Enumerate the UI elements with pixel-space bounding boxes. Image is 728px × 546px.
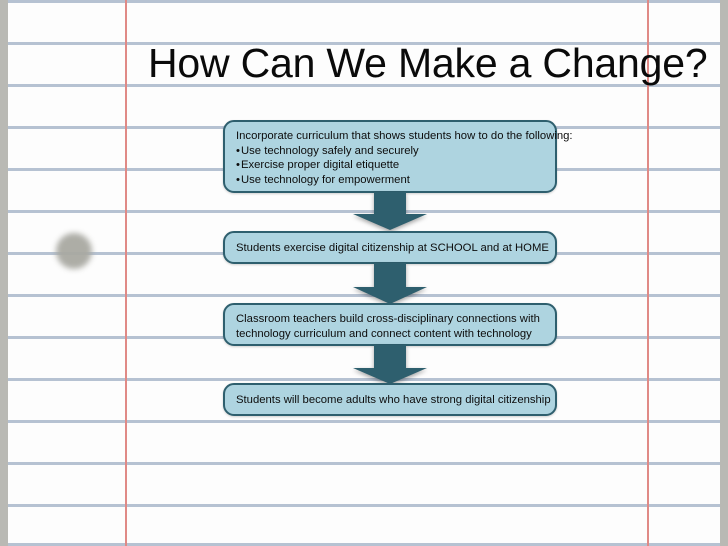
flow-box-line: Students exercise digital citizenship at… — [236, 242, 549, 254]
rule-line — [8, 420, 720, 423]
flow-box-line: Classroom teachers build cross-disciplin… — [236, 313, 540, 325]
rule-line — [8, 378, 720, 381]
down-block-arrow-icon — [353, 263, 427, 304]
rule-line — [8, 0, 720, 3]
flow-box-line: Incorporate curriculum that shows studen… — [236, 130, 573, 142]
rule-line — [8, 543, 720, 546]
flow-box-bullet-line: Use technology for empowerment — [236, 173, 545, 188]
down-block-arrow-icon — [353, 345, 427, 384]
flow-box-bullet-line: Exercise proper digital etiquette — [236, 158, 545, 173]
page-title: How Can We Make a Change? — [148, 40, 708, 86]
flow-box-students-exercise: Students exercise digital citizenship at… — [223, 231, 557, 264]
rule-line — [8, 504, 720, 507]
page-edge-left — [0, 0, 8, 546]
flow-box-bullet-line: Use technology safely and securely — [236, 144, 545, 159]
margin-line-right — [647, 0, 649, 546]
flow-box-students-become-adults: Students will become adults who have str… — [223, 383, 557, 416]
down-block-arrow-icon — [353, 192, 427, 230]
margin-line-left — [125, 0, 127, 546]
paper-smudge-dot — [56, 233, 92, 269]
flow-box-incorporate-curriculum: Incorporate curriculum that shows studen… — [223, 120, 573, 193]
rule-line — [8, 84, 720, 87]
page-edge-right — [720, 0, 728, 546]
flow-box-classroom-teachers: Classroom teachers build cross-disciplin… — [223, 303, 557, 346]
rule-line — [8, 210, 720, 213]
rule-line — [8, 294, 720, 297]
rule-line — [8, 462, 720, 465]
flow-box-line: technology curriculum and connect conten… — [236, 327, 532, 340]
flow-box-line: Students will become adults who have str… — [236, 394, 551, 406]
rule-line — [8, 42, 720, 45]
